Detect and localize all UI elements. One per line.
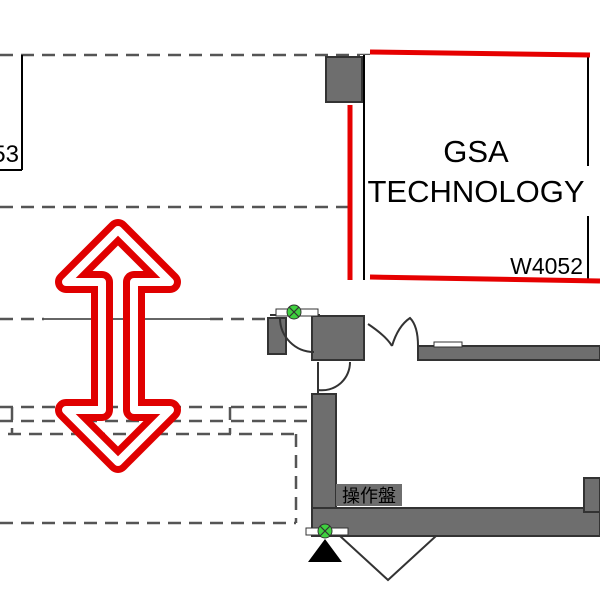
door-swing-icon (279, 316, 419, 394)
floor-hatch-marker (337, 535, 439, 582)
triangle-marker-icon (308, 539, 342, 562)
wall-panel (433, 341, 463, 348)
booth-name-line1: GSA (443, 134, 509, 169)
valve-icon (305, 523, 349, 539)
booth-gsa-technology[interactable]: GSA TECHNOLOGY W4052 (325, 49, 600, 284)
booth-number: W4052 (510, 253, 583, 279)
column-pillar (325, 56, 363, 103)
booth-name-line2: TECHNOLOGY (367, 174, 584, 209)
room-walls (267, 315, 600, 537)
valve-icon (275, 304, 319, 320)
booth-partial-number: 53 (0, 141, 19, 168)
control-panel-label: 操作盤 (342, 486, 396, 506)
control-panel: 操作盤 (336, 484, 402, 506)
double-arrow-icon (55, 219, 181, 473)
booth-highlight-outline (347, 49, 600, 284)
booth-partial-53[interactable]: 53 (0, 55, 23, 171)
